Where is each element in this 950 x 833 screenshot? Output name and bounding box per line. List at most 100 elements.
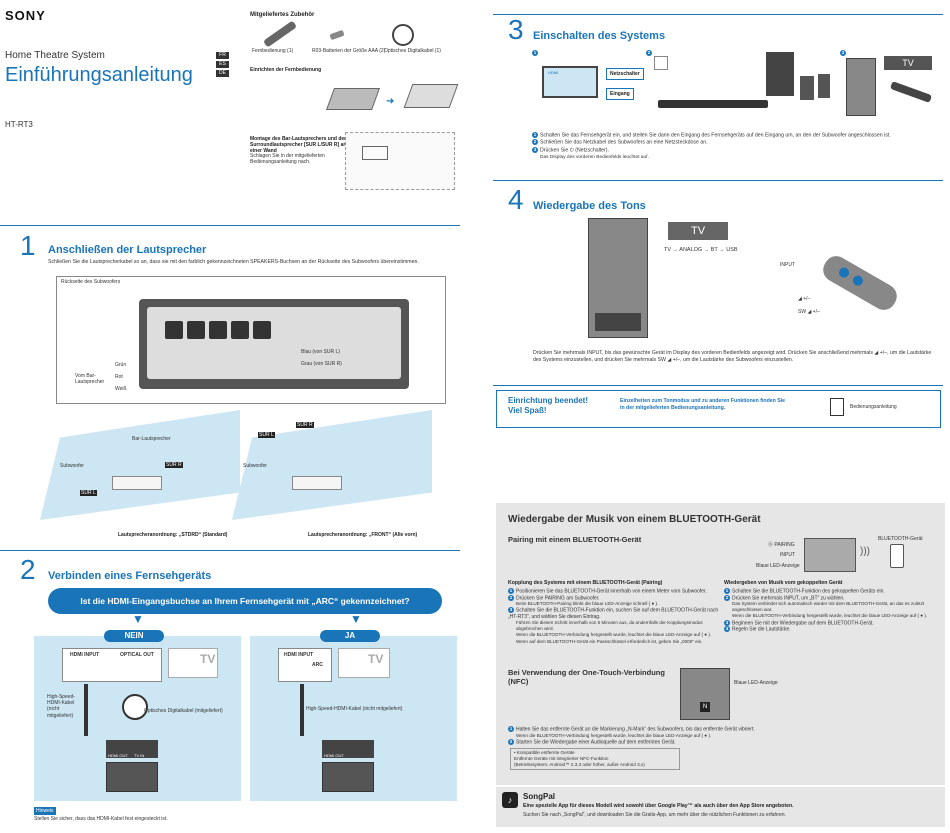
supplied-item: Fernbedienung (1) [252,48,294,54]
hdmi-cable-image [300,684,304,736]
songpal-icon: ♪ [502,792,518,808]
page-title: Einführungsanleitung [5,64,193,86]
sofa-image [292,476,342,490]
manual-label: Bedienungsanleitung [850,404,897,410]
sur-l-tag: SUR L [258,432,275,439]
tv-image [542,66,598,98]
hint-label: Hinweis [34,807,56,815]
step-text: Schließen Sie das Netzkabel des Subwoofe… [540,139,708,146]
led-label: Blaue LED-Anzeige [756,563,800,569]
wifi-icon: ))) [860,546,870,557]
subwoofer-image [322,762,374,792]
subwoofer-image [766,52,794,96]
subwoofer-volume-label: SW ◢ +/– [798,309,820,315]
hint-text: Stellen Sie sicher, dass das HDMI-Kabel … [34,816,168,822]
done-text: Einzelheiten zum Tonmodus und zu anderen… [620,398,786,411]
model-number: HT-RT3 [5,120,33,129]
tv-image [338,648,390,678]
wire-color-label: Grün [115,362,127,368]
subwoofer-image [846,58,876,116]
section-divider [493,14,943,15]
done-box [496,390,941,428]
remote-setup-heading: Einrichten der Fernbedienung [250,67,322,73]
wire-grey-label: Grau (von SUR R) [301,361,342,367]
hdmi-out-label: HDMI OUT [108,753,128,758]
tv-image [168,648,218,678]
phone-image [890,544,904,568]
section-divider [493,180,943,181]
power-button-callout: Netzschalter [606,68,644,80]
step-number: 4 [508,184,524,215]
songpal-panel [496,787,945,827]
step-text: Drücken Sie ⏻ (Netzschalter). [540,147,609,154]
nfc-compat-box: • Kompatible entfernte Geräte Entfernte … [510,748,680,770]
tv-label: TV [368,652,384,666]
rear-panel-label: Rückseite des Subwoofers [61,279,121,285]
arrow-icon: ➜ [386,96,395,107]
volume-button-label: ◢ +/– [798,296,811,302]
display-tv: TV [884,56,932,70]
nfc-mark-icon: N [700,702,710,712]
songpal-title: SongPal [523,792,556,801]
layout-standard-caption: Lautsprecheranordnung: „STDRD“ (Standard… [118,532,228,538]
hdmi-input-label: HDMI INPUT [284,652,314,658]
step-subtext: Das Display des vorderen Bedienfelds leu… [540,155,649,161]
batteries-image [329,29,345,41]
step-number: 2 [20,554,36,585]
step3-diagram: 1 HDMI Netzschalter Eingang 2 3 TV [530,48,942,128]
step4-description: Drücken Sie mehrmals INPUT, bis das gewü… [533,350,932,363]
section-title: Wiedergabe des Tons [533,200,646,212]
hdmi-cable-label: High-Speed-HDMI-Kabel (nicht mitgeliefer… [306,706,403,712]
layout-front-caption: Lautsprecheranordnung: „FRONT“ (Alle vor… [308,532,418,538]
product-type: Home Theatre System [5,50,105,61]
section-title: Verbinden eines Fernsehgeräts [48,570,212,582]
supplied-item: Optisches Digitalkabel (1) [384,48,441,54]
step-number: 1 [20,230,36,261]
playback-heading: Wiedergeben von Musik vom gekoppelten Ge… [724,580,843,586]
mount-text: Schlagen Sie in der mitgelieferten Bedie… [250,153,325,166]
subwoofer-ports-image [322,740,374,758]
lang-tab: DE [216,70,229,77]
nfc-heading: Bei Verwendung der One-Touch-Verbindung … [508,668,665,686]
surround-speaker-image [800,76,814,100]
from-bar-label: Vom Bar-Lautsprecher [75,373,105,386]
subwoofer-image [106,762,158,792]
hdmi-cable-label: High-Speed-HDMI-Kabel (nicht mitgeliefer… [47,694,76,719]
pairing-label: PAIRING [774,542,795,548]
subwoofer-front-image [588,218,648,338]
remote-image [818,251,902,315]
tv-label: TV [200,652,216,666]
step-circle: 1 [532,50,538,56]
optical-cable-image [392,24,414,46]
front-display: TV [668,222,728,240]
bt-device-label: BLUETOOTH-Gerät [878,536,923,542]
bluetooth-title: Wiedergabe der Musik von einem BLUETOOTH… [508,514,761,525]
subwoofer-rear-image [139,299,409,389]
tv-back-image [278,648,332,682]
pairing-heading: Kopplung des Systems mit einem BLUETOOTH… [508,580,663,586]
step-circle: 2 [646,50,652,56]
down-arrow-icon: ▼ [350,612,362,626]
step-circle: 3 [840,50,846,56]
subwoofer-label: Subwoofer [243,463,267,469]
language-tabs: FR ES DE [216,52,229,77]
sofa-image [112,476,162,490]
sur-l-tag: SUR L [80,490,97,497]
wall-tv-image [362,146,388,160]
sur-r-tag: SUR R [165,462,183,469]
arc-question-banner: Ist die HDMI-Eingangsbuchse an Ihrem Fer… [48,588,442,614]
section-divider [0,550,460,551]
